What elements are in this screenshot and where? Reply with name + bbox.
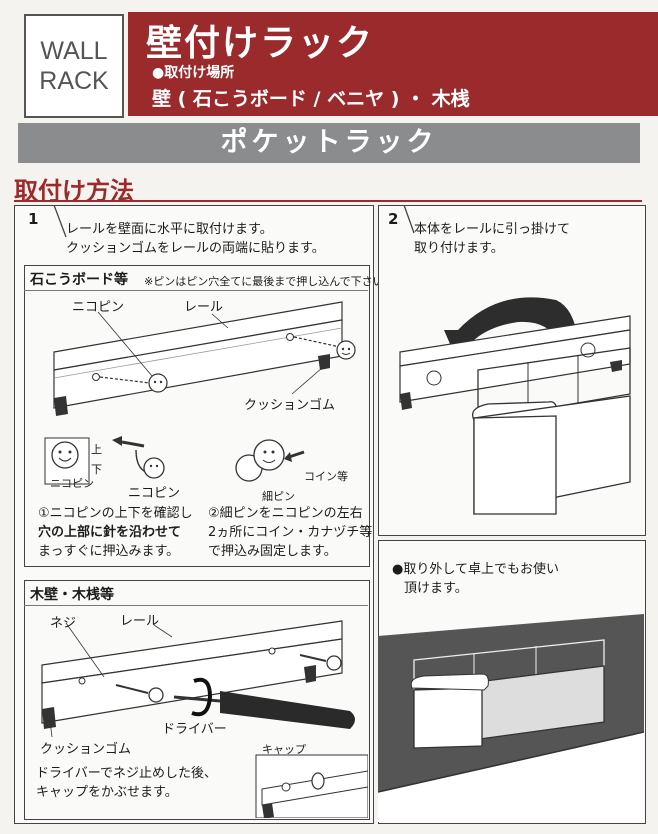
gypsum-header — [24, 265, 368, 291]
step3-text-line2: 頂けます。 — [404, 581, 468, 596]
wood-header — [24, 580, 368, 606]
gypsum-label-rail: レール — [184, 300, 224, 315]
wood-diagram — [41, 620, 368, 818]
step2-corner — [403, 205, 415, 234]
gypsum-title: 石こうボード等 — [30, 272, 128, 288]
wood-text-line2: キャップをかぶせます。 — [36, 785, 178, 800]
location-label: ●取付け場所 — [152, 65, 235, 81]
step1-number: 1 — [28, 210, 39, 228]
gypsum-label-pin2: ニコピン — [128, 486, 181, 501]
step2-text-line1: 本体をレールに引っ掛けて — [414, 222, 571, 237]
product-name: ポケットラック — [220, 127, 438, 158]
gypsum-instr1-line2: 穴の上部に針を沿わせて — [38, 525, 182, 540]
gypsum-label-pin: ニコピン — [72, 300, 125, 315]
step2-number: 2 — [388, 210, 399, 228]
step1-text-line1: レールを壁面に水平に取付けます。 — [66, 222, 273, 237]
wood-text-line1: ドライバーでネジ止めした後、 — [36, 766, 217, 781]
location-value: 壁 ( 石こうボード / ベニヤ ) ・ 木桟 — [152, 88, 470, 110]
gypsum-label-fine-pin: 細ピン — [262, 490, 295, 503]
step1-text-line2: クッションゴムをレールの両端に貼ります。 — [66, 241, 325, 256]
wood-label-cushion: クッションゴム — [40, 742, 132, 757]
gypsum-instr2-line2: 2ヵ所にコイン・カナヅチ等 — [208, 525, 373, 540]
face-label-bottom: 下 — [91, 463, 102, 476]
gypsum-instr1-line1: ①ニコピンの上下を確認し — [38, 506, 193, 521]
face-label-top: 上 — [91, 443, 102, 456]
wood-label-rail: レール — [120, 614, 160, 629]
logo-line2: RACK — [39, 67, 109, 95]
gypsum-label-coin: コイン等 — [304, 470, 348, 483]
wood-label-driver: ドライバー — [162, 722, 227, 737]
wood-title: 木壁・木桟等 — [30, 587, 114, 603]
step3-text-line1: ●取り外して卓上でもお使い — [392, 562, 559, 577]
step3-diagram — [378, 614, 644, 822]
gypsum-note: ※ピンはピン穴全てに最後まで押し込んで下さい。 — [144, 275, 395, 288]
section-rule — [14, 200, 642, 202]
gypsum-diagram — [44, 301, 356, 485]
wood-label-cap: キャップ — [262, 743, 306, 756]
step2-diagram — [399, 297, 631, 515]
face-label-name: ニコピン — [50, 477, 94, 490]
brand-logo: WALL RACK — [24, 14, 124, 118]
step1-corner — [53, 205, 67, 238]
product-bar — [18, 123, 640, 163]
gypsum-instr1-line3: まっすぐに押込みます。 — [38, 544, 180, 559]
header-bar — [128, 12, 658, 116]
step2-text-line2: 取り付けます。 — [414, 241, 504, 256]
gypsum-instr2-line3: で押込み固定します。 — [208, 544, 337, 559]
page-title: 壁付けラック — [146, 23, 375, 64]
gypsum-instr2-line1: ②細ピンをニコピンの左右 — [208, 506, 363, 521]
logo-line1: WALL — [40, 37, 108, 65]
gypsum-label-cushion: クッションゴム — [244, 398, 336, 413]
wood-label-screw: ネジ — [50, 616, 77, 631]
